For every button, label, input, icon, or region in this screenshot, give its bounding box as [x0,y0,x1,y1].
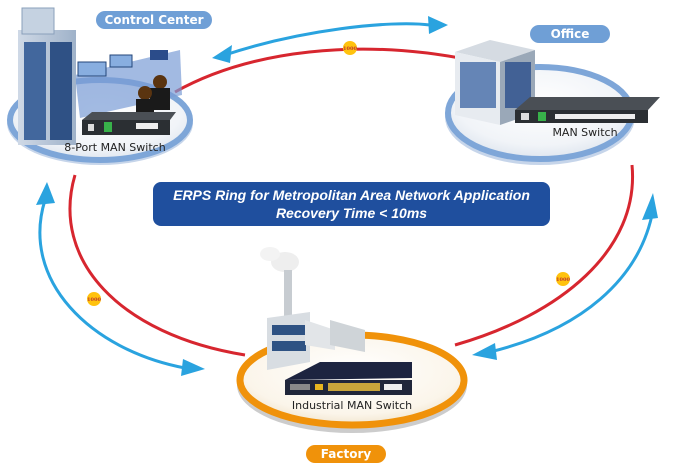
site-office [445,40,660,165]
factory-icon [260,247,365,370]
svg-text:1000: 1000 [343,46,357,52]
ring-link-office-factory [454,164,635,347]
diagram-subtitle: Recovery Time < 10ms [275,205,428,221]
skyscraper-control-room-icon [18,7,182,145]
arrow-control-factory [36,182,205,376]
device-label-man-switch: MAN Switch [552,126,618,139]
link-speed-badge-right: 1000 [556,272,570,286]
ring-link-control-office [174,47,471,94]
site-label-control-center: Control Center [96,11,212,29]
ring-link-factory-control [68,174,246,357]
8-port-man-switch-device [82,112,176,135]
link-speed-badge-left: 1000 [87,292,101,306]
link-speed-badge-top: 1000 [343,41,357,55]
svg-text:1000: 1000 [87,297,101,303]
diagram-title-banner: ERPS Ring for Metropolitan Area Network … [153,182,550,226]
site-label-factory: Factory [306,445,386,463]
svg-text:1000: 1000 [556,277,570,283]
site-label-office: Office [530,25,610,43]
device-label-8-port-man-switch: 8-Port MAN Switch [64,141,166,154]
industrial-man-switch-device [285,362,412,395]
diagram-title: ERPS Ring for Metropolitan Area Network … [173,187,530,203]
device-label-industrial-man-switch: Industrial MAN Switch [291,399,413,412]
site-factory [236,247,468,433]
man-switch-device [515,97,660,123]
arrow-office-factory [472,193,658,360]
arrow-control-office [212,16,448,63]
site-control-center [7,7,193,165]
